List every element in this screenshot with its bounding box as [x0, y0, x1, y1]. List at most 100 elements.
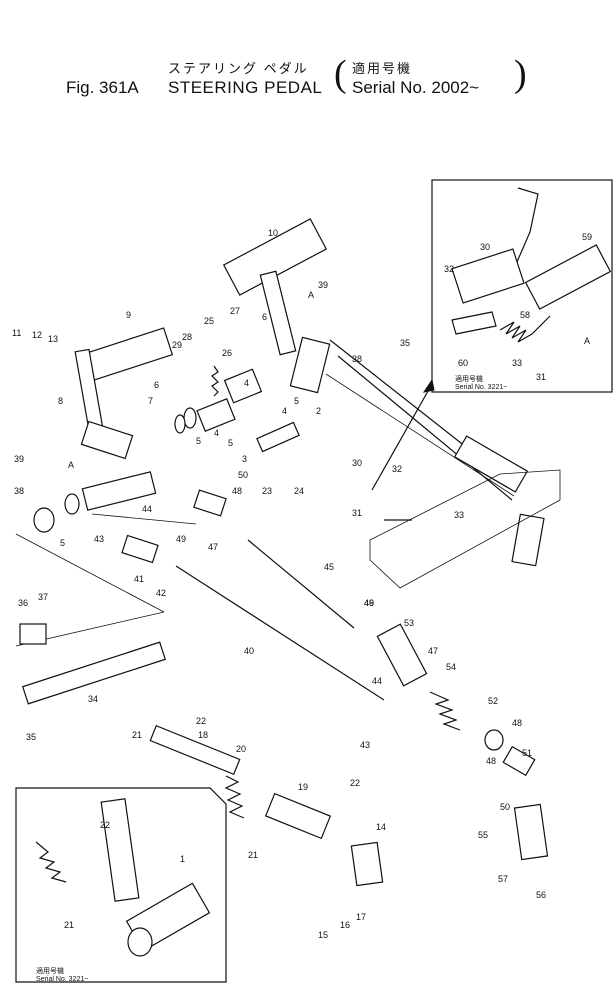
callout-53: 53 [404, 618, 414, 628]
callout-50: 50 [238, 470, 248, 480]
callout-18: 18 [198, 730, 208, 740]
callout-42: 42 [156, 588, 166, 598]
callout-52: 52 [488, 696, 498, 706]
rod-40 [175, 565, 385, 701]
lever-upper-right [511, 513, 545, 567]
callout-5: 5 [228, 438, 233, 448]
inset-cylinder [524, 244, 612, 310]
callout-40: 40 [244, 646, 254, 656]
callout-a: A [584, 336, 590, 346]
spring-28 [211, 365, 219, 397]
shaft-9 [81, 471, 157, 511]
left-inset-serial: 適用号機 Serial No. 3221~ [36, 968, 88, 984]
callout-43: 43 [360, 740, 370, 750]
inset-frame-left [15, 787, 227, 983]
callout-57: 57 [498, 874, 508, 884]
callout-51: 51 [522, 748, 532, 758]
callout-54: 54 [446, 662, 456, 672]
pedal-plate-9 [84, 327, 174, 381]
callout-39: 39 [318, 280, 328, 290]
callout-28: 28 [182, 332, 192, 342]
callout-5: 5 [60, 538, 65, 548]
callout-41: 41 [134, 574, 144, 584]
callout-20: 20 [236, 744, 246, 754]
seal-38-left [33, 507, 55, 533]
callout-22: 22 [196, 716, 206, 726]
ring-left [64, 493, 80, 515]
bushing-4 [183, 407, 197, 429]
rod-diagonal [325, 373, 515, 497]
callout-16: 16 [340, 920, 350, 930]
callout-35: 35 [400, 338, 410, 348]
callout-47: 47 [428, 646, 438, 656]
callout-7: 7 [148, 396, 153, 406]
japanese-title: ステアリング ペダル [168, 61, 309, 76]
callout-58: 58 [520, 310, 530, 320]
open-parenthesis: ( [334, 53, 347, 95]
callout-10: 10 [268, 228, 278, 238]
inset-spring-33 [499, 315, 551, 343]
callout-31: 31 [352, 508, 362, 518]
callout-56: 56 [536, 890, 546, 900]
callout-9: 9 [126, 310, 131, 320]
bracket-14 [350, 841, 384, 887]
callout-45: 45 [324, 562, 334, 572]
callout-13: 13 [48, 334, 58, 344]
callout-48: 48 [486, 756, 496, 766]
bracket-26 [223, 368, 263, 404]
arrow-to-inset [371, 383, 433, 491]
pedal-plate-10 [222, 218, 328, 296]
callout-31: 31 [536, 372, 546, 382]
inset-pedal-arm [100, 798, 140, 902]
callout-22: 22 [100, 820, 110, 830]
figure-title: STEERING PEDAL [168, 78, 323, 97]
callout-4: 4 [282, 406, 287, 416]
callout-15: 15 [318, 930, 328, 940]
right-inset-applicability: 適用号機 [455, 376, 483, 383]
nut-51 [484, 729, 504, 751]
callout-37: 37 [38, 592, 48, 602]
callout-48: 48 [232, 486, 242, 496]
tube-52 [376, 623, 428, 687]
callout-21: 21 [248, 850, 258, 860]
callout-4: 4 [244, 378, 249, 388]
callout-32: 32 [392, 464, 402, 474]
inset-tube-end [127, 927, 153, 957]
spring-20 [224, 775, 245, 819]
callout-25: 25 [204, 316, 214, 326]
callout-6: 6 [262, 312, 267, 322]
spring-53 [429, 691, 461, 731]
pedal-arm-10 [259, 270, 297, 356]
callout-46: 46 [364, 598, 374, 608]
inset-lever [509, 187, 539, 279]
inset-frame-right [431, 179, 613, 393]
callout-17: 17 [356, 912, 366, 922]
callout-21: 21 [64, 920, 74, 930]
block-41 [121, 534, 159, 564]
callout-29: 29 [172, 340, 182, 350]
callout-8: 8 [58, 396, 63, 406]
rod-18 [149, 724, 241, 776]
callout-30: 30 [352, 458, 362, 468]
callout-36: 36 [18, 598, 28, 608]
right-inset-serial-text: Serial No. 3221~ [455, 384, 508, 391]
callout-38: 38 [14, 486, 24, 496]
callout-19: 19 [298, 782, 308, 792]
cylinder-upper [453, 435, 529, 493]
callout-27: 27 [230, 306, 240, 316]
close-parenthesis: ) [514, 53, 527, 95]
guide-line-1 [15, 533, 165, 613]
rod-45 [247, 539, 355, 629]
callout-59: 59 [582, 232, 592, 242]
callout-60: 60 [458, 358, 468, 368]
lever-2 [289, 336, 331, 394]
callout-35: 35 [26, 732, 36, 742]
bracket-36 [19, 623, 47, 645]
japanese-applicability: 適用号機 [352, 61, 413, 76]
tube-19 [264, 792, 332, 840]
left-inset-serial-text: Serial No. 3221~ [36, 976, 89, 983]
figure-number: Fig. 361A [66, 78, 139, 97]
block-47 [193, 489, 227, 517]
callout-43: 43 [94, 534, 104, 544]
